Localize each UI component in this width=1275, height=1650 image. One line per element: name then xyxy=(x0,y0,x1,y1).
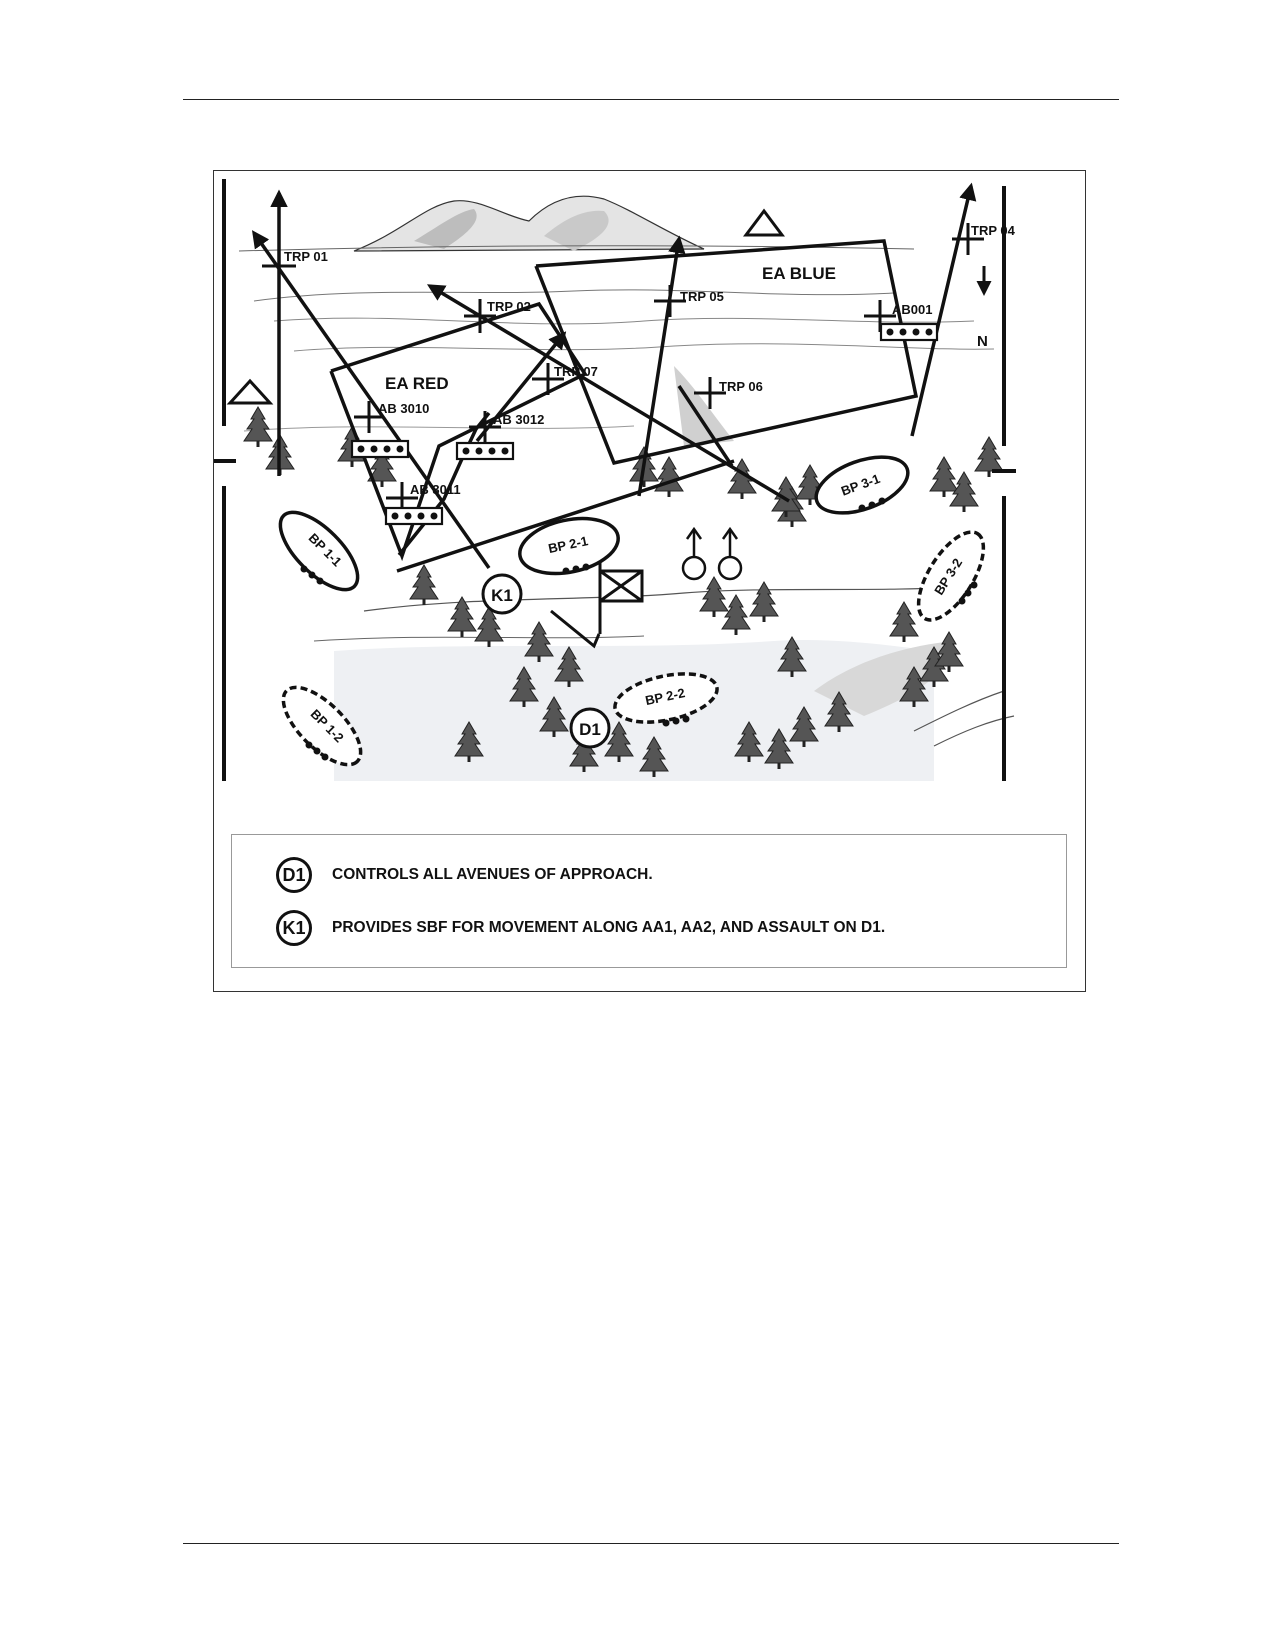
ea-red-label: EA RED xyxy=(385,374,449,393)
footer-rule xyxy=(183,1543,1119,1544)
engagement-area-red xyxy=(329,301,588,562)
battle-position-ovals xyxy=(278,455,986,767)
k1-position-label: K1 xyxy=(491,586,513,605)
avenue-of-approach-icon xyxy=(681,526,743,581)
map-legend: D1 CONTROLS ALL AVENUES OF APPROACH. K1 … xyxy=(231,834,1067,968)
trp-06-label: TRP 06 xyxy=(719,379,763,394)
unit-boxes xyxy=(350,322,939,526)
ea-blue-label: EA BLUE xyxy=(762,264,836,283)
legend-text-d1: CONTROLS ALL AVENUES OF APPROACH. xyxy=(332,866,653,883)
ab-3011-label: AB 3011 xyxy=(410,482,461,497)
unit-box-dots xyxy=(357,328,933,520)
battle-position-dots xyxy=(300,497,978,761)
terrain-map: EA RED EA BLUE N TRP 01 TRP 02 TRP 04 TR… xyxy=(214,179,1016,781)
trp-07-label: TRP 07 xyxy=(554,364,598,379)
legend-text-k1: PROVIDES SBF FOR MOVEMENT ALONG AA1, AA2… xyxy=(332,919,886,936)
legend-row-k1: K1 PROVIDES SBF FOR MOVEMENT ALONG AA1, … xyxy=(276,910,885,946)
movement-arrows xyxy=(251,182,992,573)
north-arrow-label: N xyxy=(977,333,988,350)
trp-05-label: TRP 05 xyxy=(680,289,724,304)
ab-3010-label: AB 3010 xyxy=(378,401,429,416)
boundary-lines xyxy=(214,179,1016,781)
legend-row-d1: D1 CONTROLS ALL AVENUES OF APPROACH. xyxy=(276,857,653,893)
ab-3012-label: AB 3012 xyxy=(493,412,544,427)
k1-symbol: K1 xyxy=(276,910,312,946)
trp-02-label: TRP 02 xyxy=(487,299,531,314)
engagement-area-blue xyxy=(534,239,919,466)
unit-circles xyxy=(481,573,611,749)
d1-symbol: D1 xyxy=(276,857,312,893)
observation-post-icon xyxy=(226,208,785,405)
tactical-map-figure: EA RED EA BLUE N TRP 01 TRP 02 TRP 04 TR… xyxy=(213,170,1086,992)
d1-position-label: D1 xyxy=(579,720,601,739)
header-rule xyxy=(183,99,1119,100)
headquarters-flag-icon xyxy=(550,561,644,649)
trp-markers xyxy=(262,223,984,514)
trp-04-label: TRP 04 xyxy=(971,223,1016,238)
ab-001-label: AB001 xyxy=(892,302,932,317)
trp-01-label: TRP 01 xyxy=(284,249,328,264)
